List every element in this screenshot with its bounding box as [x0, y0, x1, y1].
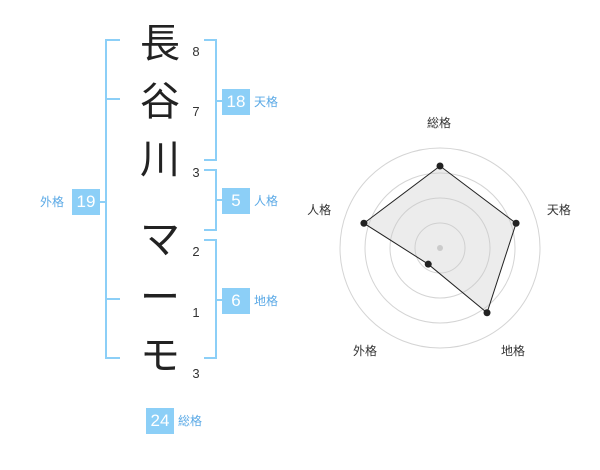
name-char-4: マ	[140, 217, 180, 263]
name-char-3: 川	[140, 137, 180, 183]
radar-ring-2	[389, 197, 491, 299]
stroke-count-5: 1	[192, 305, 200, 320]
stroke-count-4: 2	[192, 244, 200, 259]
radar-axis-label-1: 総格	[427, 116, 452, 130]
gaikaku-value-badge: 19	[72, 189, 100, 215]
radar-ring-4	[339, 147, 541, 349]
radar-center-dot	[437, 245, 443, 251]
radar-ring-3	[364, 172, 516, 324]
gaikaku-bracket	[105, 39, 120, 359]
name-char-6: モ	[140, 333, 180, 379]
radar-series-polygon	[363, 165, 517, 314]
radar-point-1	[436, 162, 444, 170]
radar-axis-label-4: 外格	[352, 343, 377, 358]
radar-point-4	[424, 260, 432, 268]
tenkaku-label: 天格	[254, 95, 279, 109]
name-char-1: 長	[140, 21, 180, 67]
name-char-2: 谷	[140, 79, 180, 125]
stroke-count-1: 8	[192, 44, 200, 59]
radar-point-2	[512, 219, 520, 227]
radar-ring-1	[414, 222, 466, 274]
soukaku-value-badge: 24	[146, 408, 174, 434]
jinkaku-value-badge: 5	[222, 188, 250, 214]
radar-point-3	[483, 309, 491, 317]
stroke-count-3: 3	[192, 165, 200, 180]
radar-axis-label-2: 天格	[546, 203, 571, 218]
name-char-5: ー	[140, 275, 180, 321]
chikaku-label: 地格	[254, 294, 279, 308]
stroke-count-6: 3	[192, 366, 200, 381]
gaikaku-label: 外格	[40, 195, 65, 209]
radar-axis-label-5: 人格	[307, 203, 332, 218]
stroke-count-2: 7	[192, 104, 200, 119]
tenkaku-value-badge: 18	[222, 89, 250, 115]
radar-axis-label-3: 地格	[501, 343, 526, 358]
chikaku-value-badge: 6	[222, 288, 250, 314]
jinkaku-label: 人格	[254, 194, 279, 208]
soukaku-label: 総格	[178, 414, 203, 428]
radar-point-5	[360, 219, 368, 227]
